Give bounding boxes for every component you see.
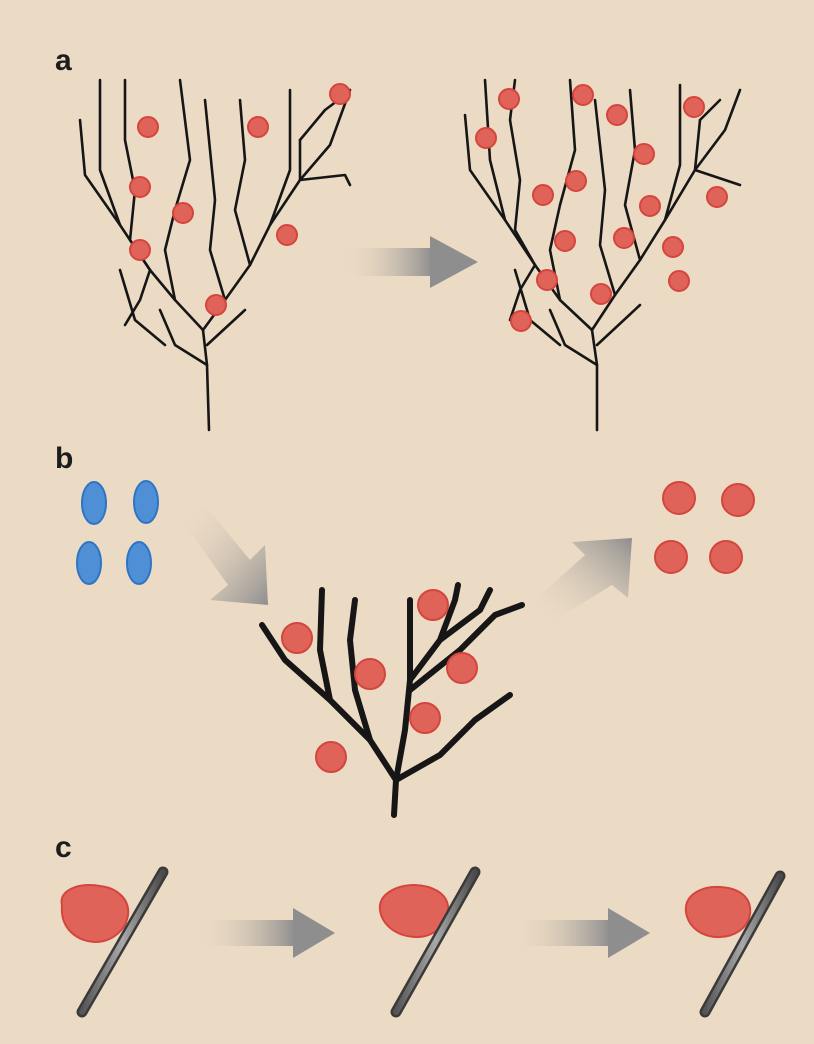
neuron-cell	[248, 117, 268, 137]
panel-b-label: b	[55, 442, 73, 475]
neuron-cell	[573, 85, 593, 105]
neuron-cell	[130, 240, 150, 260]
neuron-cell	[316, 742, 346, 772]
neuron-cell	[533, 185, 553, 205]
neuron-cell	[555, 231, 575, 251]
neuron-cell	[206, 295, 226, 315]
migrating-cell	[686, 887, 750, 937]
neuron-cell	[282, 623, 312, 653]
neuron-cell	[418, 590, 448, 620]
neuron-cell	[130, 177, 150, 197]
neuron-cell	[138, 117, 158, 137]
neuron-cell	[173, 203, 193, 223]
neuron-cell	[410, 703, 440, 733]
neuron-cell	[663, 482, 695, 514]
neuron-cell	[591, 284, 611, 304]
neuron-cell	[607, 105, 627, 125]
neuron-cell	[640, 196, 660, 216]
panel-c-label: c	[55, 831, 72, 864]
neuron-cell	[614, 228, 634, 248]
neuron-cell	[634, 144, 654, 164]
progenitor-cell	[82, 482, 106, 524]
neuron-cell	[537, 270, 557, 290]
neuron-cell	[277, 225, 297, 245]
progenitor-cell	[134, 481, 158, 523]
neuron-cell	[710, 541, 742, 573]
neuron-cell	[663, 237, 683, 257]
progenitor-cell	[127, 542, 151, 584]
neuron-cell	[684, 97, 704, 117]
neuron-cell	[447, 653, 477, 683]
neuron-cell	[722, 484, 754, 516]
neuron-cell	[499, 89, 519, 109]
panel-a-label: a	[55, 44, 72, 77]
neuron-cell	[566, 171, 586, 191]
neuron-cell	[707, 187, 727, 207]
migrating-cell	[62, 885, 129, 942]
neuron-cell	[355, 659, 385, 689]
neuron-cell	[511, 311, 531, 331]
neuron-cell	[476, 128, 496, 148]
progenitor-cell	[77, 542, 101, 584]
neuron-cell	[655, 541, 687, 573]
neuron-cell	[330, 84, 350, 104]
neuron-cell	[669, 271, 689, 291]
